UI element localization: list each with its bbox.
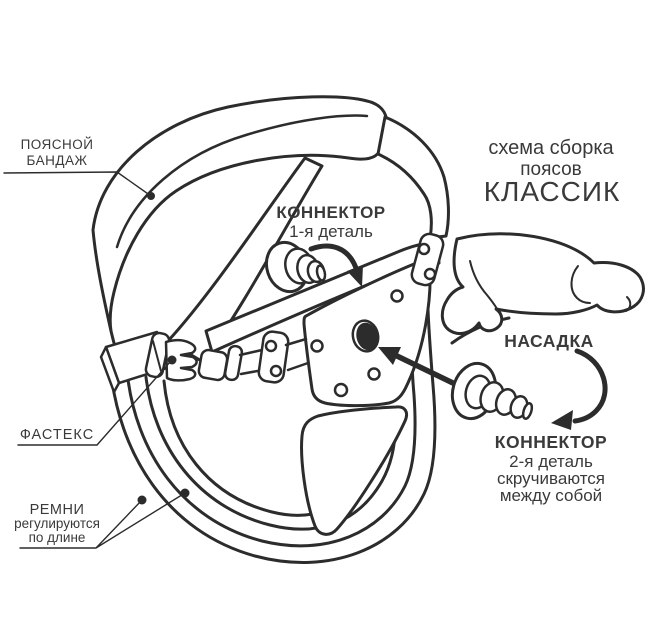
fastex-male-fork (164, 338, 198, 382)
connector1-label-line1: КОННЕКТОР (276, 203, 385, 222)
fastex-label: ФАСТЕКС (20, 427, 94, 443)
title-line3: КЛАССИК (484, 176, 621, 207)
fastex-buckle-drawing (99, 330, 310, 394)
leader-fastex (17, 361, 171, 446)
label-straps: РЕМНИ регулируются по длине (14, 502, 100, 545)
title-line1: схема сборка (488, 137, 614, 159)
arrow-connector1-to-plate (308, 243, 363, 287)
arrow-attachment-to-connector2 (551, 348, 608, 430)
straps-label-line3: по длине (29, 530, 86, 545)
diagram-title: схема сборка поясов КЛАССИК (484, 137, 621, 207)
connector2-piece-drawing (450, 361, 534, 421)
label-connector1: КОННЕКТОР 1-я деталь (276, 203, 385, 241)
connector1-piece-drawing (264, 240, 327, 294)
waist-band-label-line1: ПОЯСНОЙ (21, 137, 94, 152)
strap-end-fold-side (99, 345, 121, 394)
arrow-connector2-to-hole (378, 347, 458, 387)
label-connector2: КОННЕКТОР 2-я деталь скручиваются между … (495, 432, 607, 505)
straps-label-line2: регулируются (14, 516, 100, 531)
connector2-label-line2: 2-я деталь (509, 452, 593, 471)
leader-waist-band (3, 171, 155, 200)
connector1-label-line2: 1-я деталь (289, 222, 373, 241)
plate-rivet (333, 382, 349, 398)
crotch-pad-drawing (300, 405, 409, 536)
plate-rivet (367, 367, 381, 381)
label-attachment: НАСАДКА (504, 331, 594, 351)
fastex-female-part (197, 348, 229, 382)
plate-rivet (390, 289, 404, 303)
waist-band-label-line2: БАНДАЖ (27, 153, 88, 168)
straps-label-line1: РЕМНИ (30, 502, 85, 518)
attachment-label: НАСАДКА (504, 331, 594, 351)
connector2-label-line4: между собой (500, 486, 602, 505)
connector2-label-line3: скручиваются (497, 469, 605, 488)
label-waist-band: ПОЯСНОЙ БАНДАЖ (21, 137, 94, 168)
title-line2: поясов (520, 159, 582, 180)
right-strap-drawing (376, 115, 450, 240)
attachment-drawing (440, 232, 645, 335)
leader-straps (19, 492, 186, 549)
plate-rivet (310, 339, 324, 353)
plate-hole (356, 322, 378, 351)
label-fastex: ФАСТЕКС (20, 427, 94, 443)
right-link-plate-drawing (410, 232, 445, 287)
strap-keeper (223, 344, 244, 382)
connector2-label-line1: КОННЕКТОР (495, 432, 607, 452)
